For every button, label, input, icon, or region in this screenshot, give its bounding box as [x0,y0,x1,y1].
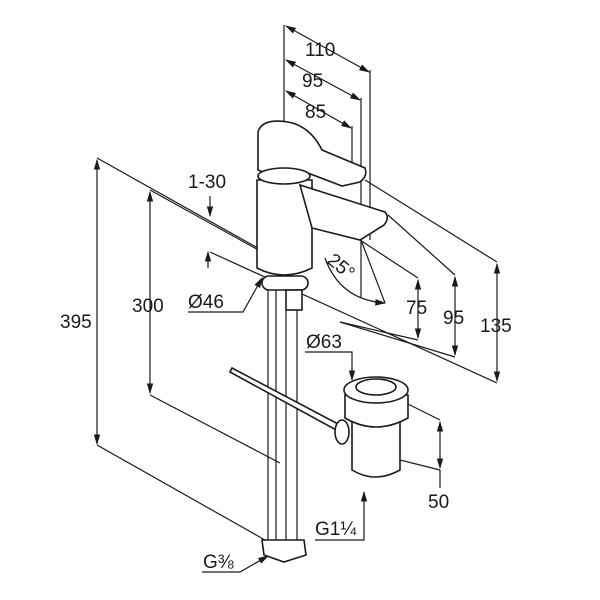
dim-395: 395 [60,312,92,333]
dimension-lines [93,25,501,573]
waste-valve [334,376,409,478]
dim-50: 50 [428,492,449,513]
dim-95-right: 95 [443,308,464,329]
dim-dia46: Ø46 [188,292,224,313]
dim-angle: 25° [323,250,359,285]
dim-75: 75 [406,298,427,319]
dim-85: 85 [305,102,326,123]
faucet-body [228,120,389,563]
dim-135: 135 [480,316,512,337]
dim-300: 300 [132,296,164,317]
dim-1-30: 1-30 [188,172,226,193]
thread-supply: G⅜ [203,552,234,573]
dimension-labels: 110 95 85 1-30 25° 395 300 Ø46 75 95 135… [60,40,512,573]
dim-dia63: Ø63 [306,332,342,353]
thread-waste: G1¼ [315,519,357,540]
dim-95-top: 95 [302,71,323,92]
dim-110: 110 [305,40,335,61]
